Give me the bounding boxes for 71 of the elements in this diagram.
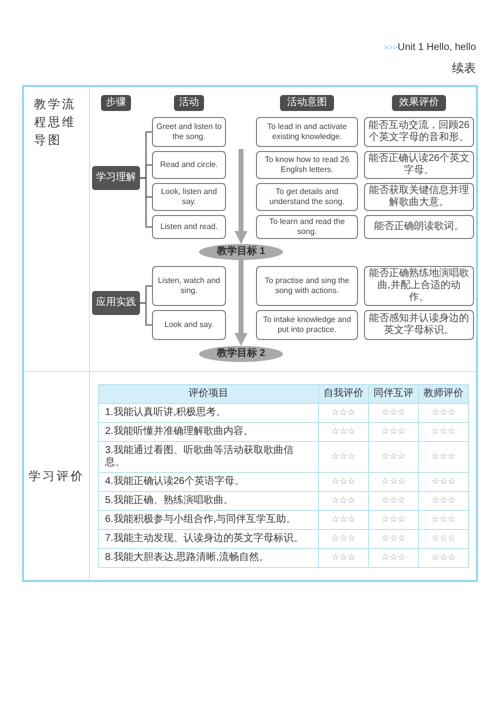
evaluation-box: 能否获取关键信息并理解歌曲大意。	[364, 183, 474, 211]
evaluation-box: 能否正确认读26个英文字母。	[364, 151, 474, 179]
star-rating: ☆☆☆	[369, 511, 419, 530]
stage-box: 学习理解	[92, 166, 140, 190]
intent-box: To learn and read the song.	[256, 215, 358, 239]
activity-box: Greet and listen to the song.	[152, 117, 226, 147]
column-header: 步骤	[101, 95, 131, 111]
star-rating: ☆☆☆	[419, 530, 469, 549]
activity-box: Look and say.	[152, 310, 226, 340]
star-rating: ☆☆☆	[319, 549, 369, 568]
star-rating: ☆☆☆	[419, 549, 469, 568]
goal-banner: 教学目标 1	[199, 244, 283, 260]
star-rating: ☆☆☆	[369, 473, 419, 492]
star-rating: ☆☆☆	[319, 473, 369, 492]
star-rating: ☆☆☆	[369, 530, 419, 549]
star-rating: ☆☆☆	[369, 549, 419, 568]
connector-line	[140, 177, 152, 228]
criterion-text: 7.我能主动发现、认读身边的英文字母标识。	[99, 530, 319, 549]
star-rating: ☆☆☆	[369, 404, 419, 423]
intent-box: To get details and understand the song.	[256, 183, 358, 211]
star-rating: ☆☆☆	[319, 442, 369, 473]
intent-box: To lead in and activate existing knowledge.	[256, 117, 358, 147]
column-header: 评价项目	[99, 385, 319, 404]
star-rating: ☆☆☆	[369, 423, 419, 442]
star-rating: ☆☆☆	[419, 511, 469, 530]
star-rating: ☆☆☆	[419, 423, 469, 442]
row-heading: 教学流程思维导图	[34, 96, 77, 149]
column-header: 效果评价	[392, 95, 446, 111]
evaluation-box: 能否互动交流，回顾26个英文字母的音和形。	[364, 117, 474, 147]
star-rating: ☆☆☆	[319, 423, 369, 442]
arrow	[234, 260, 248, 346]
stage-box: 应用实践	[92, 291, 140, 315]
criterion-text: 2.我能听懂并准确理解歌曲内容。	[99, 423, 319, 442]
star-rating: ☆☆☆	[369, 442, 419, 473]
column-header: 活动意图	[280, 95, 334, 111]
activity-box: Listen, watch and sing.	[152, 266, 226, 306]
column-header: 教师评价	[419, 385, 469, 404]
goal-banner: 教学目标 2	[199, 346, 283, 362]
intent-box: To intake knowledge and put into practice.	[256, 310, 358, 340]
connector-line	[140, 302, 152, 326]
star-rating: ☆☆☆	[419, 442, 469, 473]
intent-box: To practise and sing the song with actions.	[256, 266, 358, 306]
intent-box: To know how to read 26 English letters.	[256, 151, 358, 179]
evaluation-box: 能否正确朗读歌词。	[364, 215, 474, 239]
star-rating: ☆☆☆	[319, 492, 369, 511]
unit-title: Unit 1 Hello, hello	[398, 41, 476, 55]
criterion-text: 3.我能通过看图、听歌曲等活动获取歌曲信息。	[99, 442, 319, 473]
chevron-marks: >>>	[384, 42, 398, 54]
continued-table-note: 续表	[452, 60, 476, 77]
star-rating: ☆☆☆	[419, 492, 469, 511]
star-rating: ☆☆☆	[319, 511, 369, 530]
row-heading: 学习评价	[28, 468, 84, 485]
star-rating: ☆☆☆	[319, 404, 369, 423]
arrow	[234, 149, 248, 244]
evaluation-box: 能否正确熟练地演唱歌曲,并配上合适的动作。	[364, 266, 474, 306]
evaluation-box: 能否感知并认读身边的英文字母标识。	[364, 310, 474, 340]
activity-box: Listen and read.	[152, 215, 226, 239]
activity-box: Read and circle.	[152, 151, 226, 179]
star-rating: ☆☆☆	[369, 492, 419, 511]
column-header: 同伴互评	[369, 385, 419, 404]
column-header: 活动	[174, 95, 204, 111]
star-rating: ☆☆☆	[419, 473, 469, 492]
criterion-text: 5.我能正确、熟练演唱歌曲。	[99, 492, 319, 511]
criterion-text: 6.我能积极参与小组合作,与同伴互学互助。	[99, 511, 319, 530]
criterion-text: 1.我能认真听讲,积极思考。	[99, 404, 319, 423]
column-header: 自我评价	[319, 385, 369, 404]
criterion-text: 8.我能大胆表达,思路清晰,流畅自然。	[99, 549, 319, 568]
activity-box: Look, listen and say.	[152, 183, 226, 211]
criterion-text: 4.我能正确认读26个英语字母。	[99, 473, 319, 492]
star-rating: ☆☆☆	[319, 530, 369, 549]
star-rating: ☆☆☆	[419, 404, 469, 423]
